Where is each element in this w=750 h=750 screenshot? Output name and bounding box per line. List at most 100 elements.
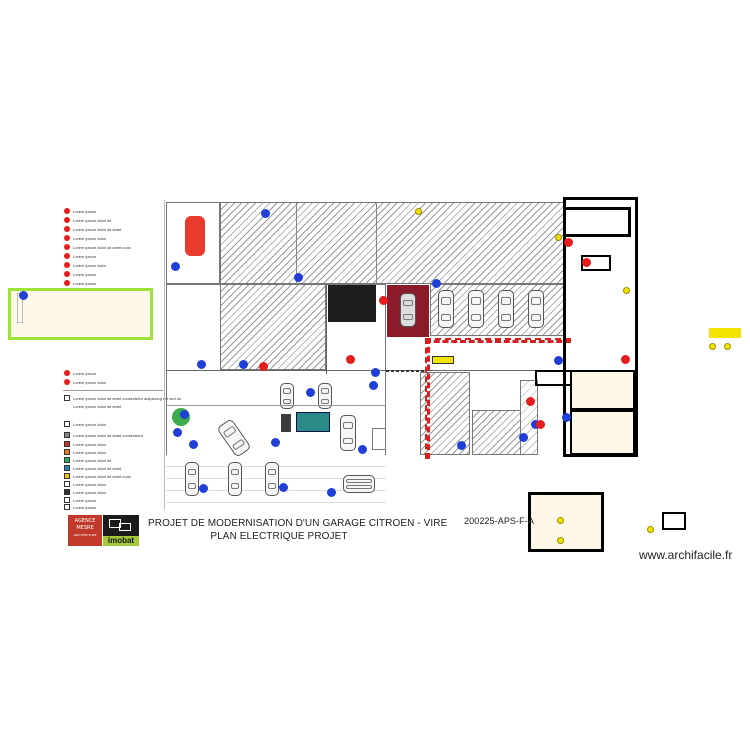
- partition: [386, 370, 536, 371]
- blue-marker[interactable]: [173, 428, 182, 437]
- blue-marker[interactable]: [294, 273, 303, 282]
- red-marker-icon: [64, 262, 70, 268]
- legend-note: Lorem ipsum dolor sit amet consectetur a…: [64, 394, 181, 402]
- legend-note: Lorem ipsum dolor sit amet consectetur: [64, 431, 143, 439]
- blue-marker[interactable]: [519, 433, 528, 442]
- agence-logo: AGENCE MESRE ARCHITECTURE: [68, 515, 102, 546]
- legend-item: Lorem ipsum: [64, 279, 96, 287]
- watermark: www.archifacile.fr: [639, 548, 733, 562]
- blue-marker[interactable]: [261, 209, 270, 218]
- parking-divider: [376, 202, 377, 284]
- square-icon: [64, 481, 70, 487]
- legend-note: Lorem ipsum dolor sit: [64, 456, 111, 464]
- blue-marker[interactable]: [279, 483, 288, 492]
- red-marker-icon: [64, 253, 70, 259]
- blue-marker[interactable]: [369, 381, 378, 390]
- workshop-car: [265, 462, 279, 496]
- display-car: [400, 293, 416, 327]
- blue-marker[interactable]: [432, 279, 441, 288]
- blue-marker[interactable]: [239, 360, 248, 369]
- legend-note: Lorem ipsum dolor: [64, 480, 106, 488]
- reception-desk: [296, 412, 330, 432]
- red-marker-icon: [64, 271, 70, 277]
- blue-marker[interactable]: [197, 360, 206, 369]
- blue-marker[interactable]: [171, 262, 180, 271]
- yellow-panel: [432, 356, 454, 364]
- legend-note: Lorem ipsum dolor: [64, 448, 106, 456]
- yellow-marker[interactable]: [415, 208, 422, 215]
- yellow-marker[interactable]: [709, 343, 716, 350]
- red-marker[interactable]: [379, 296, 388, 305]
- showroom-block: [328, 285, 376, 322]
- legend-note: Lorem ipsum dolor: [64, 440, 106, 448]
- yellow-marker[interactable]: [724, 343, 731, 350]
- red-marker[interactable]: [621, 355, 630, 364]
- cable-route: [425, 338, 430, 459]
- square-icon: [64, 497, 70, 503]
- parked-car: [438, 290, 454, 328]
- red-marker[interactable]: [346, 355, 355, 364]
- red-car: [185, 216, 205, 256]
- blue-marker[interactable]: [189, 440, 198, 449]
- blue-marker[interactable]: [371, 368, 380, 377]
- parked-car: [528, 290, 544, 328]
- red-marker[interactable]: [259, 362, 268, 371]
- partition: [166, 405, 386, 406]
- yellow-marker[interactable]: [623, 287, 630, 294]
- imobat-logo: imobat: [103, 515, 139, 546]
- yellow-marker[interactable]: [557, 537, 564, 544]
- parked-car: [498, 290, 514, 328]
- parking-bay-left: [166, 202, 220, 284]
- blue-marker[interactable]: [327, 488, 336, 497]
- yellow-marker[interactable]: [647, 526, 654, 533]
- plan-subtitle: PLAN ELECTRIQUE PROJET: [210, 531, 348, 542]
- right-room: [535, 370, 573, 386]
- blue-marker[interactable]: [531, 420, 540, 429]
- furniture: [281, 414, 291, 432]
- square-icon: [64, 432, 70, 438]
- blue-marker[interactable]: [199, 484, 208, 493]
- blue-marker[interactable]: [271, 438, 280, 447]
- blue-marker[interactable]: [19, 291, 28, 300]
- yellow-marker[interactable]: [557, 517, 564, 524]
- square-icon: [64, 457, 70, 463]
- red-marker[interactable]: [536, 420, 545, 429]
- workshop-car: [185, 462, 199, 496]
- red-marker[interactable]: [564, 238, 573, 247]
- parking-divider: [296, 202, 297, 284]
- parking-area: [220, 202, 565, 284]
- plan-title: PROJET DE MODERNISATION D'UN GARAGE CITR…: [148, 518, 448, 529]
- parked-car: [468, 290, 484, 328]
- blue-marker[interactable]: [562, 413, 571, 422]
- blue-marker[interactable]: [306, 388, 315, 397]
- blue-marker[interactable]: [457, 441, 466, 450]
- legend-item: Lorem ipsum dolor: [64, 261, 106, 269]
- legend-note: Lorem ipsum dolor sit amet: [64, 402, 121, 410]
- red-marker[interactable]: [582, 258, 591, 267]
- workshop-car: [228, 462, 242, 496]
- square-icon: [64, 473, 70, 479]
- blue-marker[interactable]: [554, 356, 563, 365]
- right-room-filled: [570, 370, 635, 410]
- red-marker-icon: [64, 379, 70, 385]
- red-marker[interactable]: [526, 397, 535, 406]
- red-marker-icon: [64, 370, 70, 376]
- drawing-reference: 200225-APS-F-A: [464, 516, 534, 526]
- partition: [326, 284, 327, 374]
- workshop-car: [280, 383, 294, 409]
- selected-panel[interactable]: [8, 288, 153, 340]
- legend-item: Lorem ipsum dolor sit amet: [64, 225, 121, 233]
- square-icon: [64, 504, 70, 510]
- blue-marker[interactable]: [180, 410, 189, 419]
- cable-route: [425, 338, 571, 343]
- legend-note: Lorem ipsum dolor sit amet: [64, 464, 121, 472]
- red-marker-icon: [64, 244, 70, 250]
- blue-marker[interactable]: [358, 445, 367, 454]
- yellow-marker[interactable]: [555, 234, 562, 241]
- blank-icon: [64, 403, 70, 409]
- legend-item: Lorem ipsum dolor sit: [64, 216, 111, 224]
- square-icon: [64, 449, 70, 455]
- workshop-car: [340, 415, 356, 451]
- legend-note: Lorem ipsum: [64, 503, 96, 511]
- legend-note: Lorem ipsum dolor sit amet cons: [64, 472, 131, 480]
